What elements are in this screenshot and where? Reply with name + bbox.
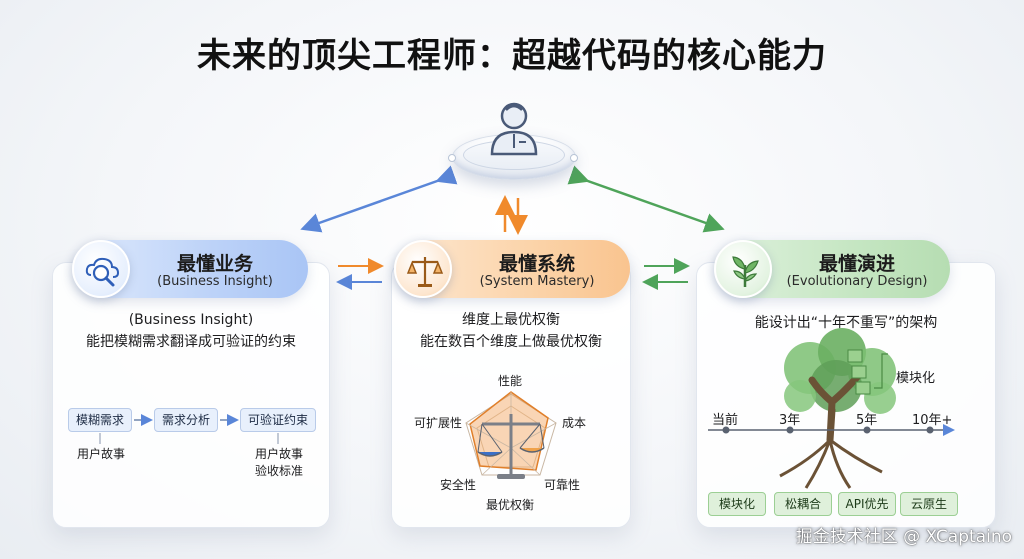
magnifier-cloud-icon xyxy=(85,257,120,287)
flow-note-user-story: 用户故事 xyxy=(76,447,125,461)
hub-node-right xyxy=(570,154,578,162)
engineer-hub xyxy=(448,92,578,188)
balance-scale-icon xyxy=(406,257,444,287)
evolution-desc: 能设计出“十年不重写”的架构 xyxy=(754,315,938,331)
system-desc-1: 维度上最优权衡 xyxy=(462,312,560,328)
timeline-3y: 3年 xyxy=(779,413,801,428)
flow-step-constraints: 可验证约束 xyxy=(240,408,316,432)
evolution-badge xyxy=(714,240,772,298)
sprout-icon xyxy=(732,256,759,287)
evolution-subtitle: (Evolutionary Design) xyxy=(786,274,928,289)
system-title: 最懂系统 xyxy=(498,253,575,275)
timeline-now: 当前 xyxy=(712,413,739,428)
system-subtitle: (System Mastery) xyxy=(479,274,595,289)
tag-loose-coupling: 松耦合 xyxy=(774,492,832,516)
radar-label-security: 安全性 xyxy=(440,478,477,492)
business-title: 最懂业务 xyxy=(176,253,253,275)
radar-label-performance: 性能 xyxy=(498,374,523,388)
radar-label-scalability: 可扩展性 xyxy=(414,416,463,430)
business-badge xyxy=(72,240,130,298)
tag-api-first: API优先 xyxy=(838,492,896,516)
radar-label-cost: 成本 xyxy=(562,416,587,430)
page-title: 未来的顶尖工程师：超越代码的核心能力 xyxy=(197,36,827,76)
watermark: 掘金技术社区 @ XCaptaino xyxy=(795,527,1012,547)
business-desc-1: (Business Insight) xyxy=(128,312,254,328)
business-desc-2: 能把模糊需求翻译成可验证的约束 xyxy=(86,334,296,350)
hub-node-left xyxy=(448,154,456,162)
system-badge xyxy=(394,240,452,298)
radar-label-reliability: 可靠性 xyxy=(544,478,581,492)
business-subtitle: (Business Insight) xyxy=(157,274,273,289)
flow-note-user-story-2: 用户故事 xyxy=(254,447,303,461)
tag-modular: 模块化 xyxy=(708,492,766,516)
tag-cloud-native: 云原生 xyxy=(900,492,958,516)
flow-step-vague: 模糊需求 xyxy=(68,408,132,432)
evolution-title: 最懂演进 xyxy=(818,253,895,275)
flow-step-analysis: 需求分析 xyxy=(154,408,218,432)
business-panel xyxy=(52,262,330,528)
engineer-person-icon xyxy=(490,102,538,156)
arrow-hub-evolution xyxy=(567,165,725,233)
arrow-hub-business xyxy=(300,165,458,233)
modular-label: 模块化 xyxy=(896,371,936,386)
timeline-5y: 5年 xyxy=(856,413,878,428)
radar-label-optimal: 最优权衡 xyxy=(486,498,535,512)
system-desc-2: 能在数百个维度上做最优权衡 xyxy=(420,334,602,350)
flow-note-acceptance: 验收标准 xyxy=(254,464,303,478)
timeline-10y: 10年+ xyxy=(912,413,953,428)
